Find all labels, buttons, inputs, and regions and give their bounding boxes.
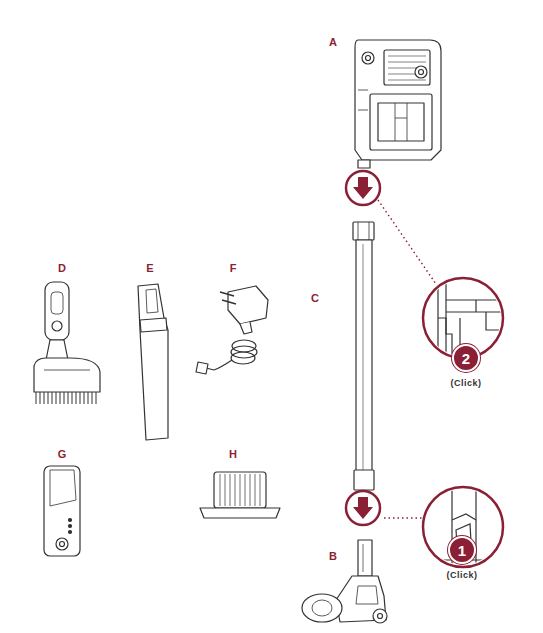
detail-circle <box>423 270 510 370</box>
part-letter: H <box>229 448 237 460</box>
callout-badge: 1 (Click) <box>446 536 477 580</box>
filter <box>200 472 280 518</box>
part-letter: B <box>329 550 337 562</box>
callout-number: 1 <box>458 542 466 559</box>
detail-circle <box>423 480 503 575</box>
part-letter: G <box>58 448 67 460</box>
main-body <box>355 40 441 168</box>
callout-note: (Click) <box>446 570 477 580</box>
part-letter: C <box>311 292 319 304</box>
callout-number: 2 <box>462 350 470 367</box>
callout-circle: 1 <box>448 536 476 564</box>
callout-circle: 2 <box>452 344 480 372</box>
battery <box>44 466 80 556</box>
part-letter: D <box>58 262 66 274</box>
extension-tube <box>353 222 374 490</box>
callout-badge: 2 (Click) <box>450 344 481 388</box>
crevice-tool <box>138 284 168 440</box>
callout-note: (Click) <box>450 378 481 388</box>
part-letter: A <box>329 36 337 48</box>
leader-line <box>384 517 423 518</box>
floor-head <box>302 540 387 623</box>
charger <box>196 286 268 374</box>
part-letter: F <box>230 262 237 274</box>
mini-brush <box>34 282 100 404</box>
arrow-circle <box>346 171 380 525</box>
leader-line <box>378 200 436 284</box>
part-letter: E <box>146 262 153 274</box>
